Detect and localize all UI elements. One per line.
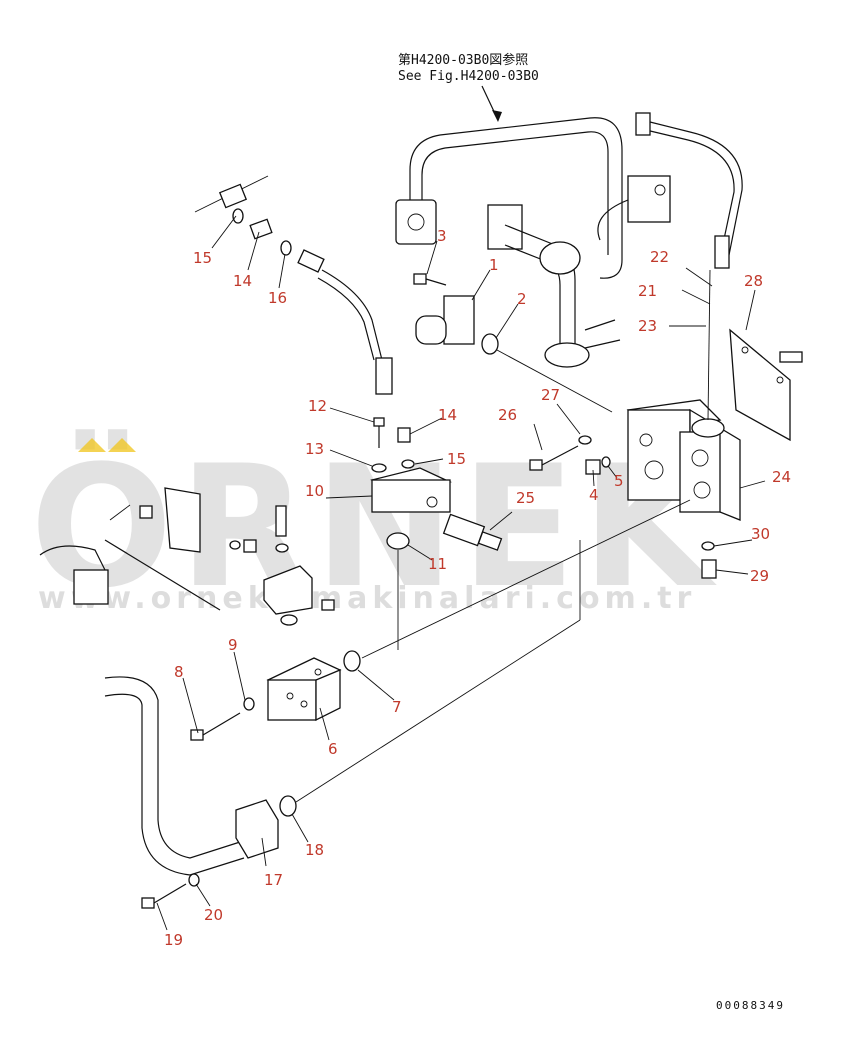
reference-arrowhead	[492, 110, 502, 122]
part-1-flange	[415, 295, 475, 345]
callout-14-center: 14	[438, 406, 457, 424]
watermark: ÖRNEK www.ornekismakinalari.com.tr	[30, 429, 712, 625]
part-30-o-ring	[701, 541, 715, 551]
callout-10: 10	[305, 482, 324, 500]
callout-30: 30	[751, 525, 770, 543]
part-26-bolt	[529, 435, 592, 471]
part-28-cover-plate	[729, 328, 803, 442]
left-bracket-assembly	[39, 487, 335, 626]
figure-reference-note: 第H4200-03B0図参照 See Fig.H4200-03B0	[398, 52, 539, 122]
callout-24: 24	[772, 468, 791, 486]
callout-19: 19	[164, 931, 183, 949]
callout-8: 8	[174, 663, 184, 681]
callout-26: 26	[498, 406, 517, 424]
callout-15-left: 15	[193, 249, 212, 267]
callout-6: 6	[328, 740, 338, 758]
part-19-bolt	[141, 873, 200, 909]
callout-3: 3	[437, 227, 447, 245]
watermark-url: www.ornekismakinalari.com.tr	[38, 581, 696, 616]
callout-15-center: 15	[447, 450, 466, 468]
part-5-o-ring	[601, 456, 611, 468]
callout-21: 21	[638, 282, 657, 300]
reference-jp: 第H4200-03B0図参照	[398, 52, 528, 68]
part-25-solenoid	[442, 513, 503, 551]
assembly-lines	[109, 269, 711, 803]
callout-5: 5	[614, 472, 624, 490]
callout-labels: 1 2 3 4 5 6 7 8 9 10 11 12 13 14 14 15 1…	[164, 227, 791, 949]
callout-2: 2	[517, 290, 527, 308]
callout-29: 29	[750, 567, 769, 585]
callout-16: 16	[268, 289, 287, 307]
callout-17: 17	[264, 871, 283, 889]
callout-23: 23	[638, 317, 657, 335]
callout-9: 9	[228, 636, 238, 654]
reference-en: See Fig.H4200-03B0	[398, 69, 539, 84]
part-7-o-ring	[343, 650, 361, 672]
hose-assembly-left	[194, 175, 393, 395]
callout-14-left: 14	[233, 272, 252, 290]
part-2-o-ring	[481, 333, 499, 355]
callout-7: 7	[392, 698, 402, 716]
document-number: 00088349	[716, 999, 785, 1012]
hose-assembly-upper-right	[635, 112, 743, 269]
callout-18: 18	[305, 841, 324, 859]
part-11-o-ring	[386, 532, 410, 550]
watermark-accent-right	[108, 438, 136, 452]
leader-lines	[156, 215, 766, 931]
callout-22: 22	[650, 248, 669, 266]
callout-12: 12	[308, 397, 327, 415]
callout-1: 1	[489, 256, 499, 274]
main-valve-block	[626, 399, 741, 521]
callout-4: 4	[589, 486, 599, 504]
callout-27: 27	[541, 386, 560, 404]
part-8-bolt	[190, 697, 255, 741]
part-29-fitting	[701, 559, 717, 579]
part-18-o-ring	[279, 795, 297, 817]
watermark-accent-left	[78, 438, 106, 452]
part-6-block	[266, 657, 342, 722]
callout-13: 13	[305, 440, 324, 458]
callout-25: 25	[516, 489, 535, 507]
callout-20: 20	[204, 906, 223, 924]
part-3-bolt	[413, 273, 447, 286]
callout-28: 28	[744, 272, 763, 290]
part-10-valve-body	[370, 467, 452, 513]
upper-pipe-assembly	[395, 117, 671, 368]
callout-11: 11	[428, 555, 447, 573]
part-17-pipe	[104, 676, 279, 876]
